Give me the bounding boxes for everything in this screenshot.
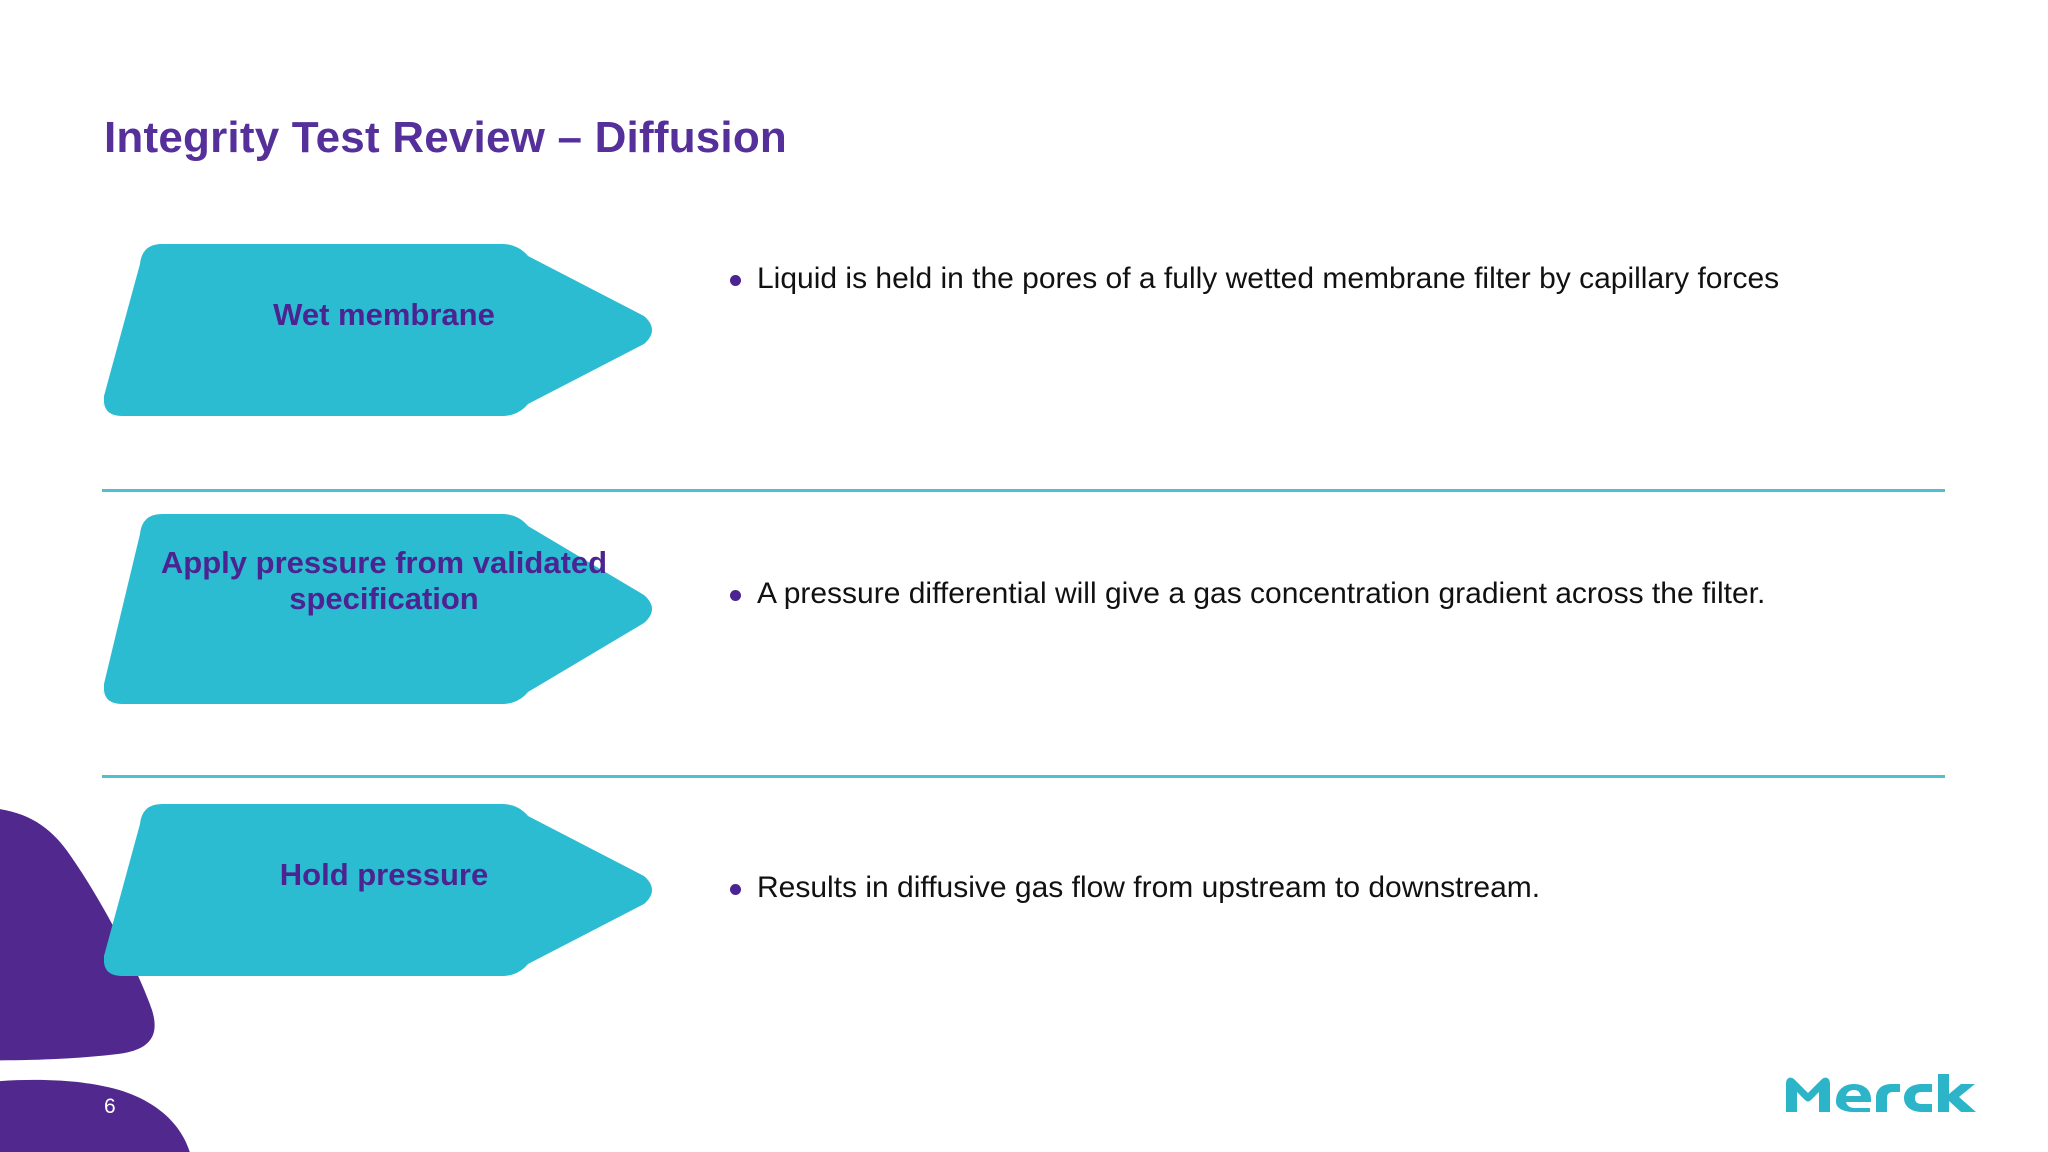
chevron-shape-1	[104, 240, 664, 420]
bullet-dot-icon	[730, 275, 741, 286]
bullet-block-2: A pressure differential will give a gas …	[730, 573, 1960, 616]
decor-blob-lower	[0, 1079, 190, 1152]
divider-line-2	[102, 775, 1945, 778]
bullet-text-1: Liquid is held in the pores of a fully w…	[757, 262, 1780, 295]
bullet-text-2: A pressure differential will give a gas …	[757, 577, 1766, 610]
bullet-block-3: Results in diffusive gas flow from upstr…	[730, 867, 1960, 910]
chevron-label-2: Apply pressure from validated specificat…	[160, 545, 608, 617]
chevron-shape-2	[104, 510, 664, 708]
bullet-dot-icon	[730, 884, 741, 895]
merck-logo	[1784, 1068, 1984, 1120]
bullet-dot-icon	[730, 590, 741, 601]
page-number: 6	[104, 1095, 116, 1118]
chevron-shape-3	[104, 800, 664, 980]
chevron-label-3: Hold pressure	[279, 857, 489, 892]
chevron-label-1: Wet membrane	[273, 297, 495, 332]
step-row-1: Wet membrane Liquid is held in the pores…	[0, 240, 2048, 490]
step-row-3: Hold pressure Results in diffusive gas f…	[0, 800, 2048, 1050]
divider-line-1	[102, 489, 1945, 492]
bullet-text-3: Results in diffusive gas flow from upstr…	[757, 871, 1541, 904]
bullet-block-1: Liquid is held in the pores of a fully w…	[730, 258, 1960, 301]
step-row-2: Apply pressure from validated specificat…	[0, 510, 2048, 785]
page-title: Integrity Test Review – Diffusion	[104, 113, 788, 162]
